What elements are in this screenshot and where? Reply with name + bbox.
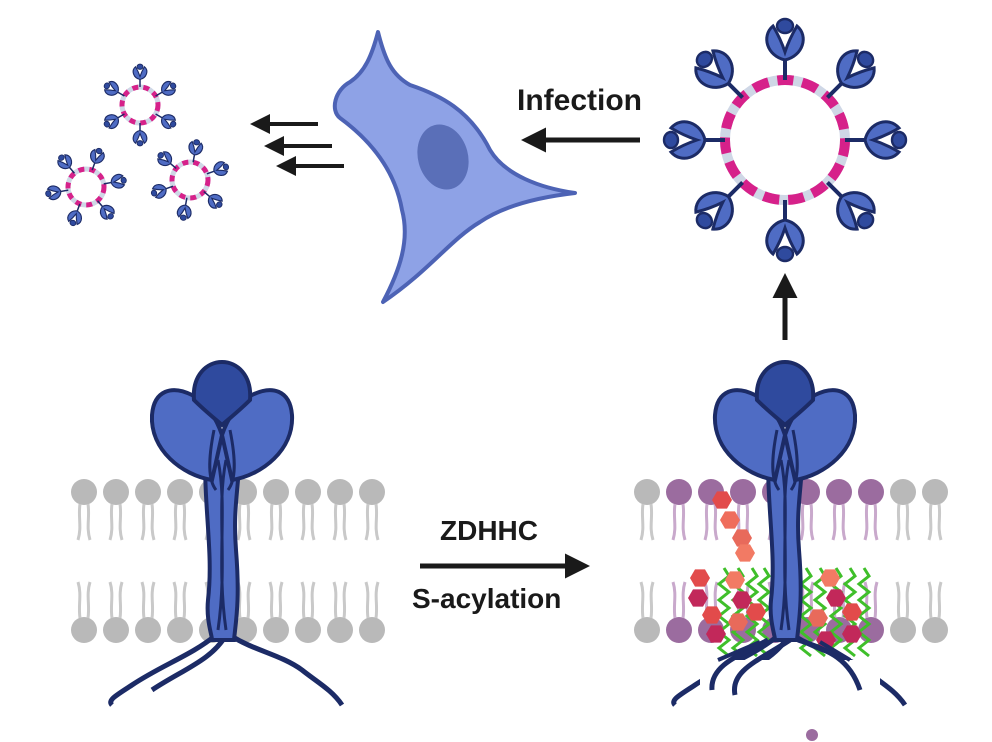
lipid-head-outer (920, 477, 950, 542)
lipid-head-inner (165, 580, 195, 645)
spike-icon (764, 198, 806, 263)
virion-small-3 (148, 137, 232, 223)
release-arrows (250, 114, 344, 176)
lipid-head-inner (632, 580, 662, 645)
host-cell (332, 30, 577, 304)
lipid-head-outer (357, 477, 387, 542)
lipid-head-outer (293, 477, 323, 542)
virion-small-2 (43, 145, 129, 229)
acyl-chain (856, 567, 872, 658)
acylated-tail (700, 637, 880, 740)
lipid-head-outer (101, 477, 131, 542)
spike-icon (843, 119, 908, 161)
lipid-head-inner (357, 580, 387, 645)
spike-icon (764, 17, 806, 82)
spike-protein-unmodified (111, 362, 342, 705)
lipid-head-outer (888, 477, 918, 542)
lipid-head-inner (293, 580, 323, 645)
lipid-head-inner (920, 580, 950, 645)
virion-small-1 (100, 63, 180, 147)
lipid-head-outer (856, 477, 886, 542)
lipid-head-outer (696, 477, 726, 542)
lipid-head-inner (664, 580, 694, 645)
spike-icon (132, 122, 148, 147)
hexagon-icon (735, 544, 755, 562)
acyl-chain (716, 567, 732, 658)
spike-protein-acylated (674, 362, 905, 705)
lipid-head-outer (261, 477, 291, 542)
lipid-head-outer (824, 477, 854, 542)
lipid-head-outer (632, 477, 662, 542)
lipid-fragment (806, 729, 818, 741)
lipid-head-inner (101, 580, 131, 645)
virion-large (662, 17, 908, 263)
spike-icon (662, 119, 727, 161)
lipid-head-outer (165, 477, 195, 542)
lipid-head-inner (261, 580, 291, 645)
infection-label: Infection (517, 84, 642, 117)
hexagon-icon (688, 589, 708, 607)
lipid-head-outer (325, 477, 355, 542)
lipid-head-outer (69, 477, 99, 542)
lipid-head-outer (133, 477, 163, 542)
lipid-head-inner (888, 580, 918, 645)
spike-icon (132, 63, 148, 88)
lipid-head-outer (664, 477, 694, 542)
lipid-head-inner (133, 580, 163, 645)
nucleus (417, 124, 469, 190)
process-label: S-acylation (412, 583, 562, 614)
enzyme-label: ZDHHC (440, 515, 538, 546)
lipid-head-inner (69, 580, 99, 645)
lipid-head-inner (325, 580, 355, 645)
